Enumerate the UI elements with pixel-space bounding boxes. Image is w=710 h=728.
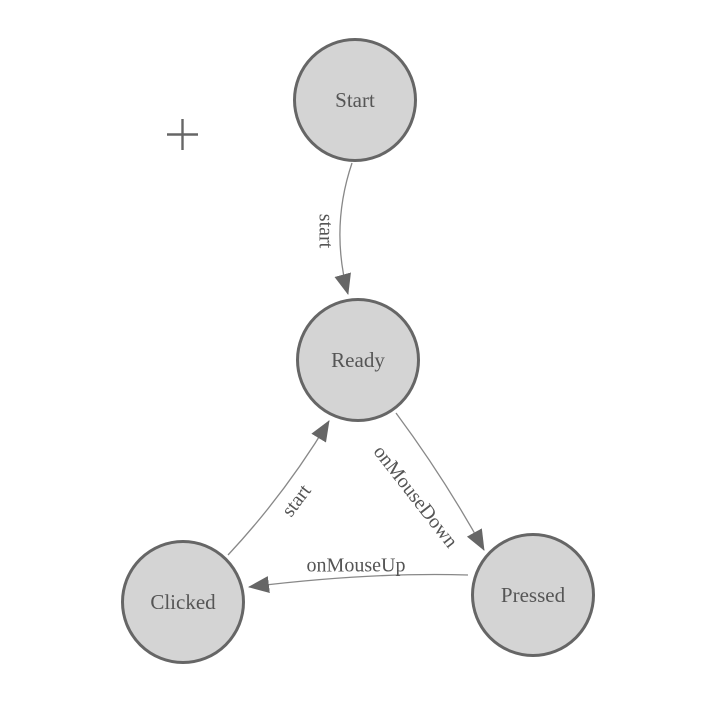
edge-start-to-ready — [334, 162, 353, 295]
node-clicked[interactable]: Clicked — [121, 540, 245, 664]
edge-ready-to-pressed — [395, 412, 485, 551]
node-pressed[interactable]: Pressed — [471, 533, 595, 657]
edge-clicked-to-ready — [227, 420, 330, 556]
plus-crosshair-icon — [167, 119, 198, 150]
node-start-label: Start — [335, 87, 375, 112]
edge-label-start-to-ready: start — [314, 213, 337, 249]
node-clicked-label: Clicked — [150, 589, 216, 614]
edge-pressed-to-clicked — [248, 573, 469, 593]
node-ready[interactable]: Ready — [296, 298, 420, 422]
node-pressed-label: Pressed — [500, 582, 566, 607]
node-start[interactable]: Start — [293, 38, 417, 162]
edge-label-pressed-to-clicked: onMouseUp — [306, 554, 406, 577]
node-ready-label: Ready — [331, 347, 385, 372]
